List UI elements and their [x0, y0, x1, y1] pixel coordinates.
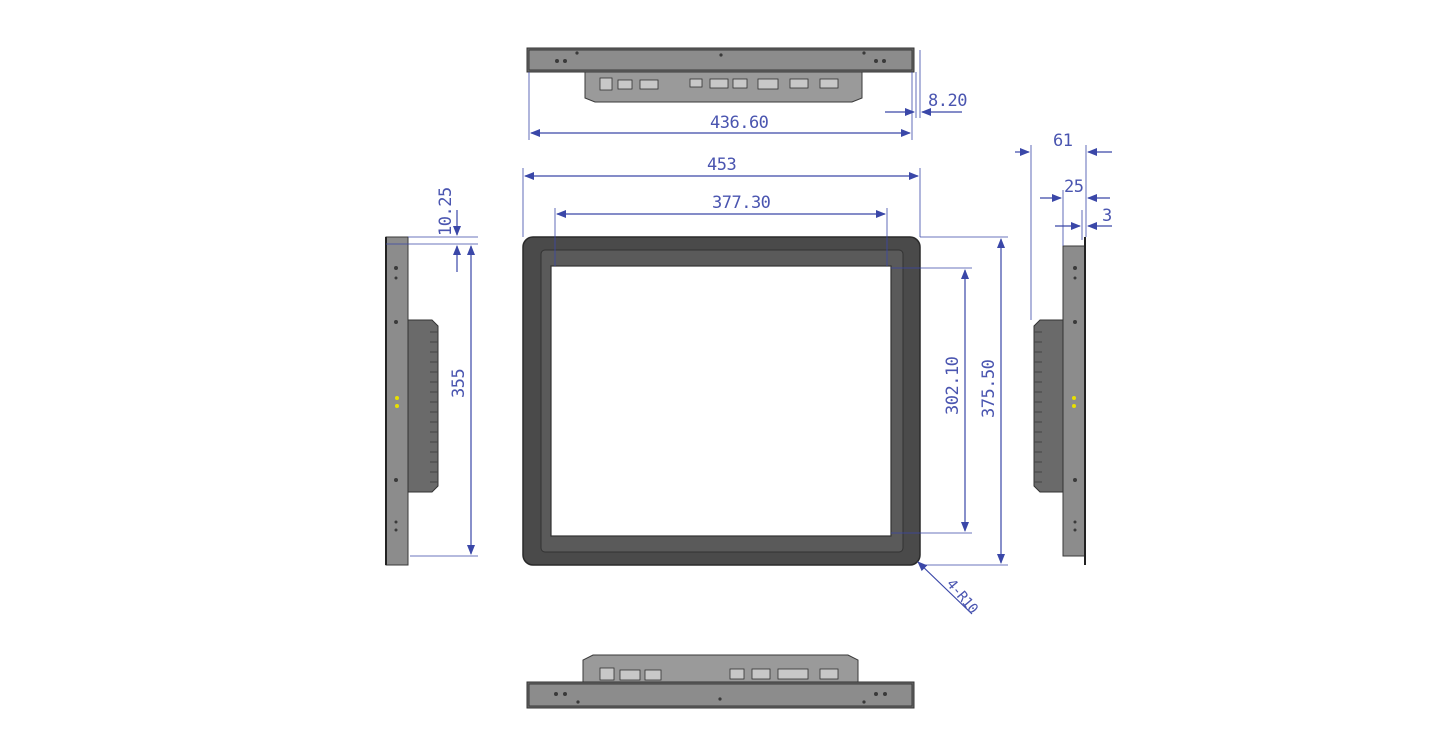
dim-side-depth: 61 — [1015, 131, 1112, 320]
dim-top-depth: 8.20 — [885, 50, 968, 118]
label-screen-height: 302.10 — [943, 356, 963, 415]
dim-left-height: 355 — [410, 245, 478, 557]
dim-screen-height: 302.10 — [891, 267, 972, 534]
dim-side-bezel: 3 — [1055, 206, 1112, 240]
left-side-view — [385, 236, 439, 566]
label-left-height: 355 — [449, 369, 469, 398]
dim-screen-width: 377.30 — [554, 193, 888, 266]
dim-overall-height: 375.50 — [920, 236, 1008, 566]
front-view — [522, 236, 921, 566]
bottom-view — [526, 654, 915, 709]
label-left-offset: 10.25 — [436, 187, 456, 236]
dim-top-width: 436.60 — [528, 72, 913, 140]
label-overall-height: 375.50 — [979, 359, 999, 418]
label-screen-width: 377.30 — [712, 193, 771, 213]
dim-corner-radius: 4-R10 — [917, 561, 981, 617]
label-side-depth: 61 — [1053, 131, 1073, 151]
label-corner-radius: 4-R10 — [943, 576, 981, 617]
dim-overall-width: 453 — [522, 155, 921, 237]
label-side-bezel: 3 — [1102, 206, 1112, 226]
label-overall-width: 453 — [707, 155, 736, 175]
right-side-view — [1033, 237, 1086, 565]
dim-side-panel: 25 — [1040, 177, 1110, 246]
top-view — [526, 47, 915, 103]
label-top-width: 436.60 — [710, 113, 769, 133]
label-top-depth: 8.20 — [928, 91, 967, 111]
dim-left-offset: 10.25 — [386, 187, 478, 272]
label-side-panel: 25 — [1064, 177, 1083, 197]
